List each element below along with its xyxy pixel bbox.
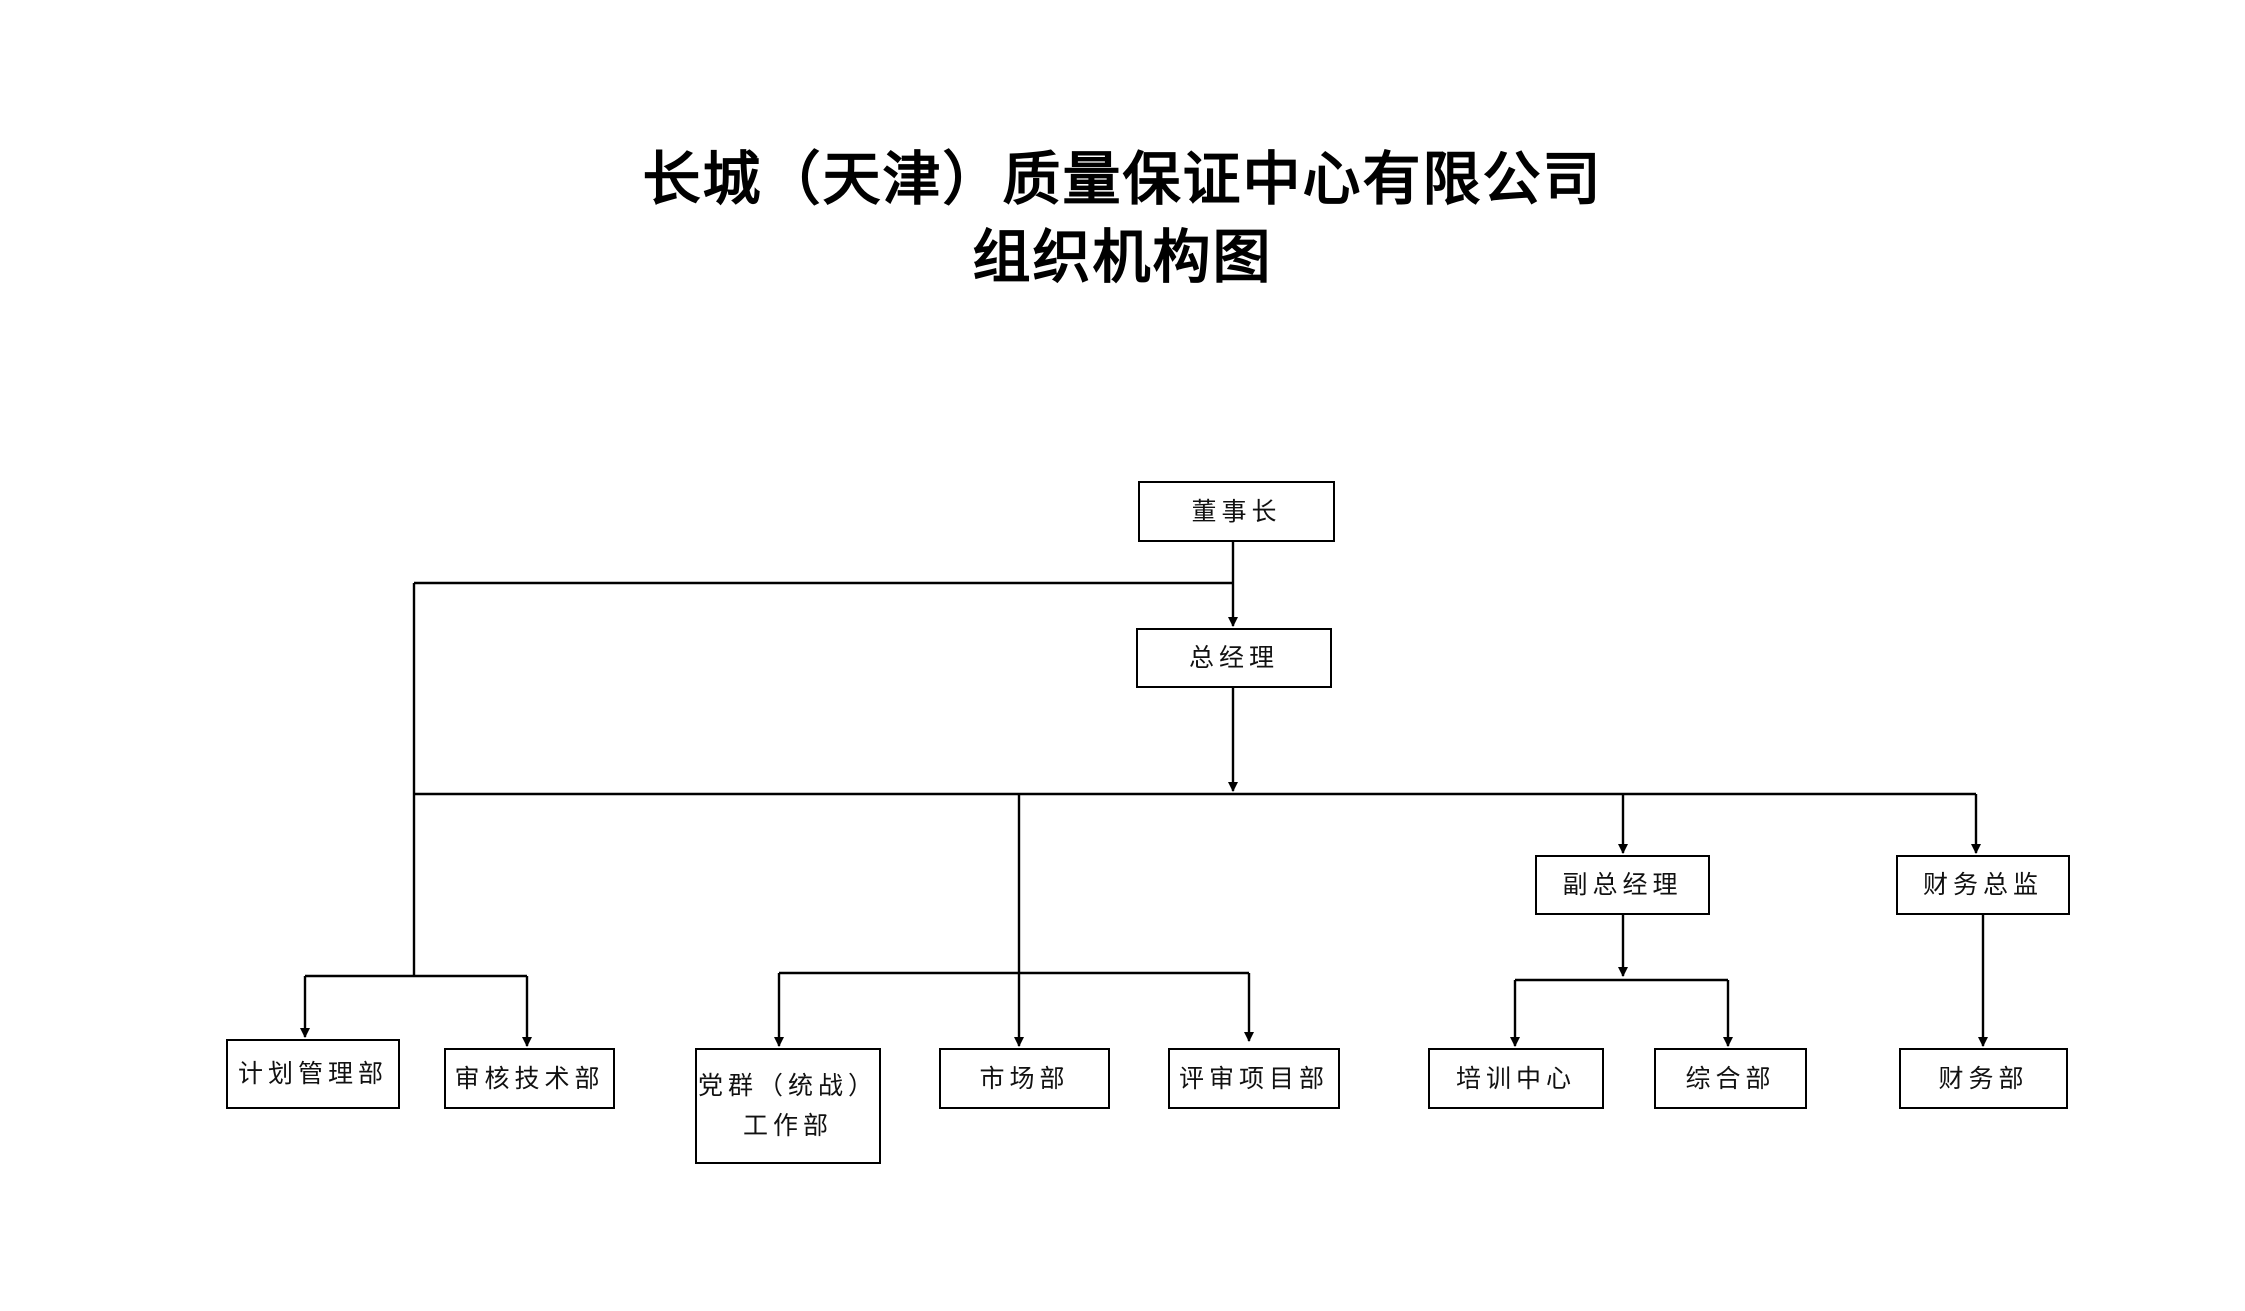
node-training-center: 培训中心 xyxy=(1428,1048,1604,1109)
node-label: 市场部 xyxy=(979,1063,1070,1093)
node-label: 副总经理 xyxy=(1562,870,1683,899)
chart-title: 长城（天津）质量保证中心有限公司 xyxy=(642,145,1603,213)
node-general-affairs-dept: 综合部 xyxy=(1654,1048,1807,1109)
node-label: 总经理 xyxy=(1188,643,1279,672)
node-general-manager: 总经理 xyxy=(1136,628,1332,688)
node-label: 综合部 xyxy=(1685,1063,1776,1093)
node-chairman: 董事长 xyxy=(1138,481,1335,542)
node-label: 财务部 xyxy=(1938,1063,2029,1093)
node-review-project-dept: 评审项目部 xyxy=(1168,1048,1340,1109)
node-cfo: 财务总监 xyxy=(1896,855,2070,915)
node-label: 党群（统战） 工作部 xyxy=(697,1071,878,1140)
node-audit-tech-dept: 审核技术部 xyxy=(444,1048,615,1109)
node-label: 评审项目部 xyxy=(1178,1063,1329,1093)
node-label: 财务总监 xyxy=(1922,870,2043,899)
chart-subtitle: 组织机构图 xyxy=(972,223,1273,291)
node-party-dept: 党群（统战） 工作部 xyxy=(695,1048,881,1164)
node-label: 计划管理部 xyxy=(237,1059,388,1088)
node-finance-dept: 财务部 xyxy=(1899,1048,2068,1109)
node-label: 审核技术部 xyxy=(454,1063,605,1093)
node-deputy-general-manager: 副总经理 xyxy=(1535,855,1710,915)
node-marketing-dept: 市场部 xyxy=(939,1048,1110,1109)
node-label: 董事长 xyxy=(1191,496,1282,526)
node-label: 培训中心 xyxy=(1455,1063,1576,1093)
node-planning-dept: 计划管理部 xyxy=(226,1039,400,1109)
